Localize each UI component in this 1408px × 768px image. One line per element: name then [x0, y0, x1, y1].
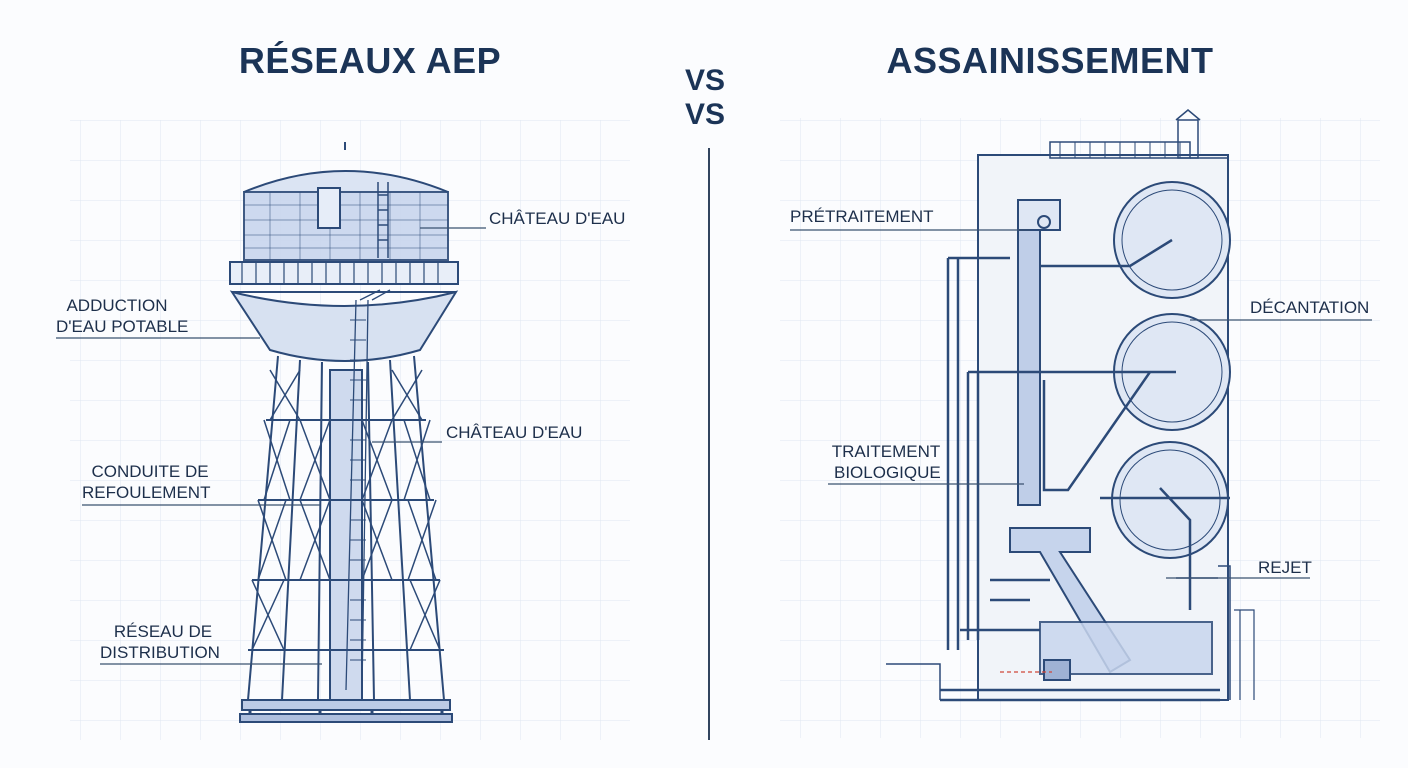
water-tower-illustration — [229, 142, 459, 723]
tank-roof — [243, 170, 449, 193]
label-pretraitement: PRÉTRAITEMENT — [790, 207, 934, 226]
label-traitement-line-1: TRAITEMENT — [831, 442, 941, 461]
biological-reactor-column — [1017, 224, 1041, 506]
ground-line — [886, 663, 941, 700]
label-conduite-line-2: REFOULEMENT — [82, 483, 211, 502]
label-traitement-line-2: BIOLOGIQUE — [834, 463, 941, 482]
label-decantation: DÉCANTATION — [1250, 298, 1370, 317]
tank-body — [243, 191, 449, 261]
title-reseaux-aep: RÉSEAUX AEP — [238, 40, 502, 81]
label-conduite-line-1: CONDUITE DE — [91, 462, 209, 481]
label-reseau-line-2: DISTRIBUTION — [100, 643, 220, 662]
vs-label: VS — [684, 64, 726, 97]
central-shaft — [329, 369, 363, 701]
label-chateau-deau-top: CHÂTEAU D'EAU — [489, 209, 626, 228]
label-chateau-deau-mid: CHÂTEAU D'EAU — [446, 423, 583, 442]
tower-base — [241, 699, 451, 711]
vs-label: VS — [684, 98, 726, 131]
label-reseau-line-1: RÉSEAU DE — [113, 622, 213, 641]
label-adduction-line-1: ADDUCTION — [66, 296, 168, 315]
pipe-network — [940, 238, 1230, 702]
tower-legs — [247, 355, 445, 701]
label-adduction-line-2: D'EAU POTABLE — [56, 317, 189, 336]
title-assainissement: ASSAINISSEMENT — [886, 40, 1214, 81]
center-divider — [708, 148, 710, 740]
treatment-plant-illustration — [886, 109, 1255, 702]
label-rejet: REJET — [1258, 558, 1312, 577]
